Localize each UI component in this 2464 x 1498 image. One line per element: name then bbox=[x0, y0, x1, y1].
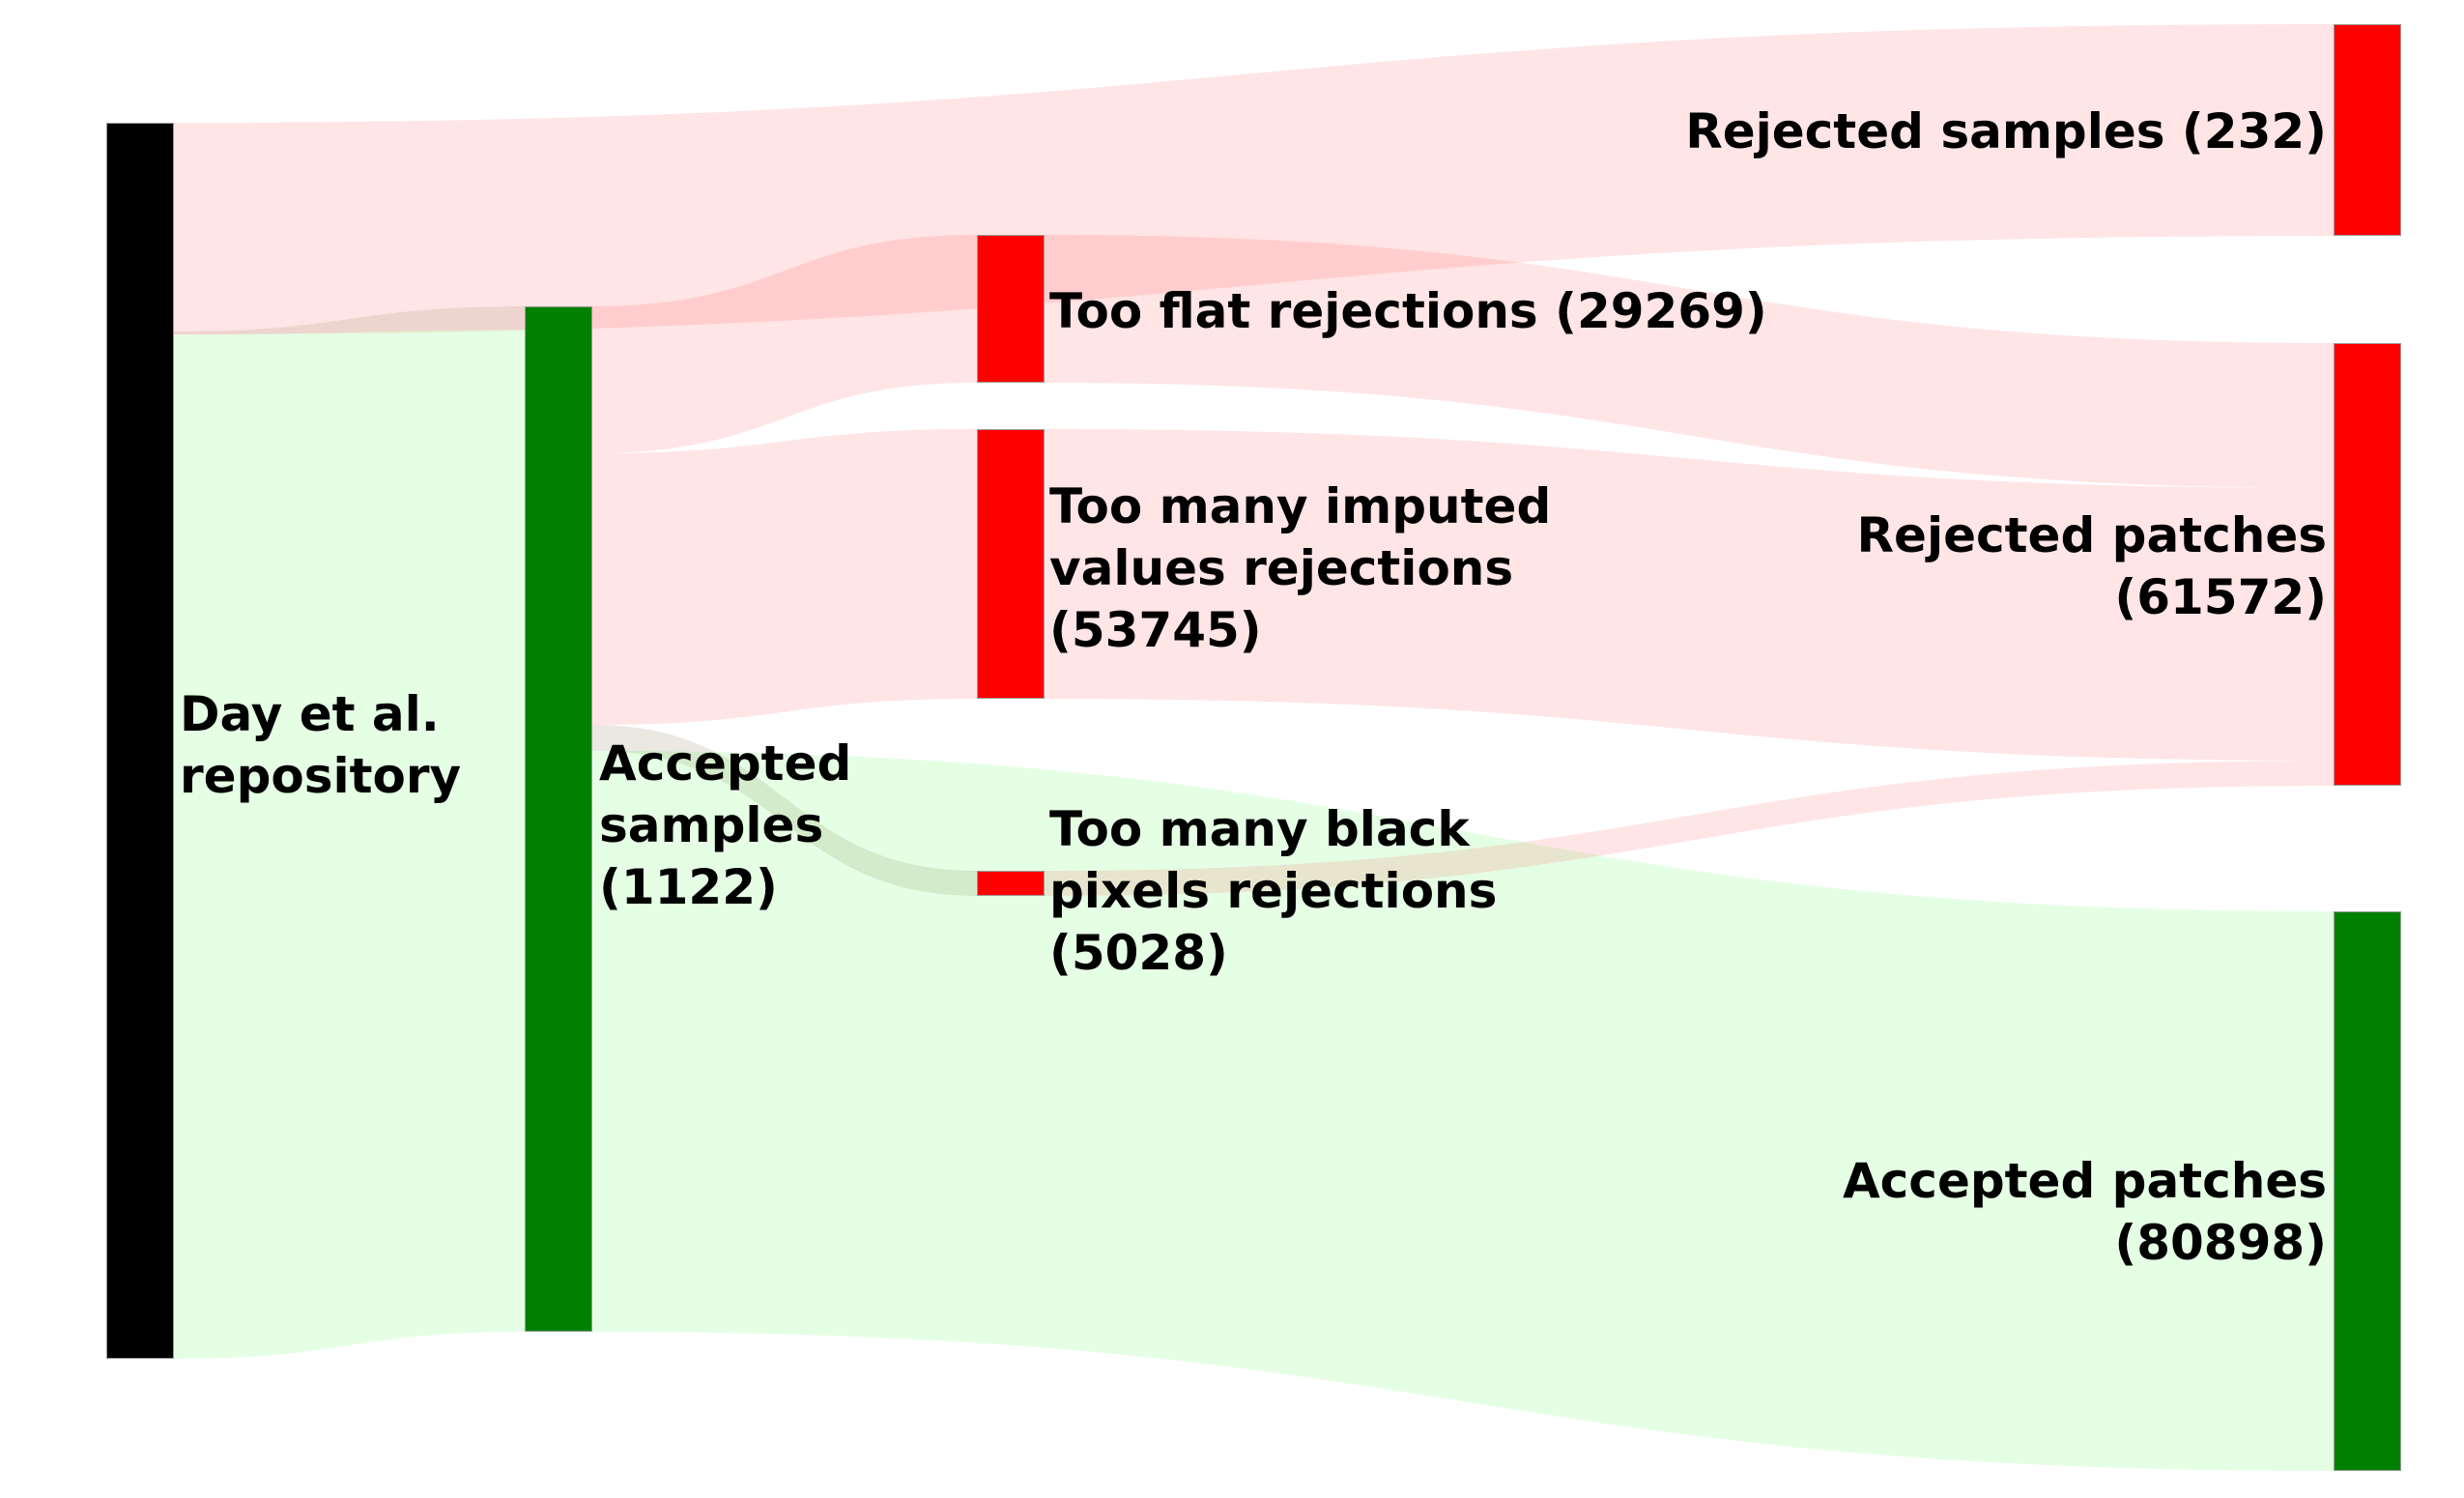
node-imputed bbox=[977, 429, 1045, 699]
link-accepted-samples-to-imputed bbox=[592, 429, 977, 725]
node-too-flat bbox=[977, 235, 1045, 383]
label-rejected-patches: Rejected patches (61572) bbox=[1856, 507, 2327, 625]
link-repo-to-accepted-samples bbox=[174, 306, 525, 334]
node-repo bbox=[106, 123, 174, 1359]
node-black-pixels bbox=[977, 871, 1045, 896]
link-accepted-samples-to-black-pixels bbox=[592, 725, 977, 896]
link-accepted-samples-to-accepted-patches bbox=[592, 751, 2334, 1471]
link-repo-to-rejected-samples bbox=[174, 24, 2334, 334]
label-too-flat: Too flat rejections (29269) bbox=[1049, 283, 1767, 339]
link-repo-to-accepted-samples bbox=[174, 330, 525, 1359]
node-accepted-samples bbox=[525, 306, 592, 1332]
node-accepted-patches bbox=[2334, 911, 2401, 1471]
node-rejected-samples bbox=[2334, 24, 2401, 236]
link-too-flat-to-rejected-patches bbox=[1045, 235, 2334, 488]
node-rejected-patches bbox=[2334, 343, 2401, 786]
link-accepted-samples-to-too-flat bbox=[592, 235, 977, 453]
label-black-pixels: Too many black pixels rejections (5028) bbox=[1049, 801, 1498, 981]
label-accepted-samples: Accepted samples (1122) bbox=[599, 735, 852, 915]
label-imputed: Too many imputed values rejections (5374… bbox=[1049, 478, 1552, 658]
link-black-pixels-to-rejected-patches bbox=[1045, 761, 2334, 896]
label-repo: Day et al. repository bbox=[180, 686, 462, 804]
link-imputed-to-rejected-patches bbox=[1045, 429, 2334, 761]
label-rejected-samples: Rejected samples (232) bbox=[1685, 103, 2327, 159]
label-accepted-patches: Accepted patches (80898) bbox=[1842, 1153, 2327, 1271]
